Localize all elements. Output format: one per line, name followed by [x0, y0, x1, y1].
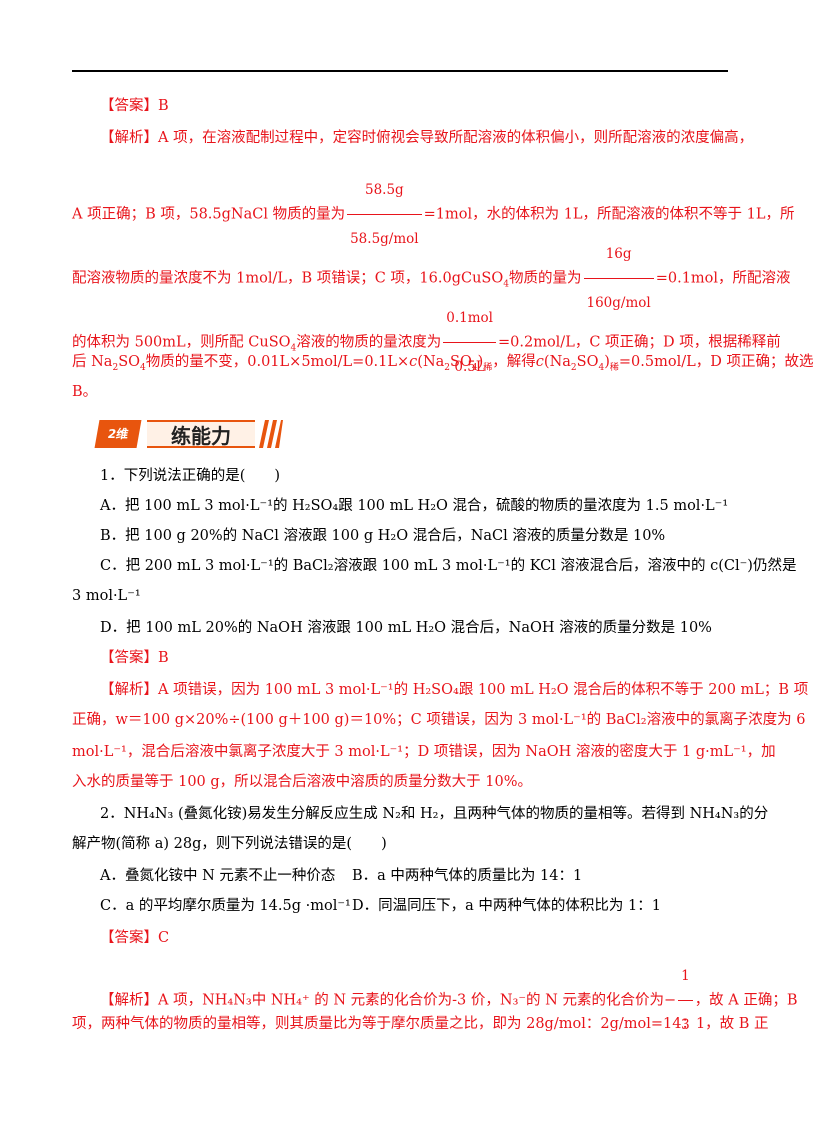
analysis-1-line-5: 后 Na2SO4物质的量不变，0.01L×5mol/L=0.1L×c(Na2SO…: [72, 354, 813, 373]
analysis-2-line-3: mol·L⁻¹，混合后溶液中氯离子浓度大于 3 mol·L⁻¹；D 项错误，因为…: [72, 744, 776, 760]
q1-option-d: D．把 100 mL 20%的 NaOH 溶液跟 100 mL H₂O 混合后，…: [100, 620, 712, 636]
q1-stem: 1．下列说法正确的是( ): [100, 468, 281, 484]
banner-tag: 2维: [94, 420, 142, 448]
q2-stem-line-1: 2．NH₄N₃ (叠氮化铵)易发生分解反应生成 N₂和 H₂，且两种气体的物质的…: [100, 806, 769, 822]
q2-option-d: D．同温同压下，a 中两种气体的体积比为 1：1: [352, 898, 661, 914]
analysis-3-line-2: 项，两种气体的物质的量相等，则其质量比为等于摩尔质量之比，即为 28g/mol：…: [72, 1016, 769, 1032]
section-banner: 2维 练能力: [94, 414, 285, 454]
analysis-3-line-1: 【解析】A 项，NH₄N₃中 NH₄⁺ 的 N 元素的化合价为-3 价，N₃⁻的…: [100, 954, 798, 1047]
q2-option-row-1: A．叠氮化铵中 N 元素不止一种价态 B．a 中两种气体的质量比为 14：1: [100, 866, 582, 886]
q2-option-row-2: C．a 的平均摩尔质量为 14.5g ·mol⁻¹ D．同温同压下，a 中两种气…: [100, 896, 661, 916]
banner-stripes-icon: [259, 420, 283, 448]
analysis-1-line-6: B。: [72, 384, 98, 400]
q2-option-b: B．a 中两种气体的质量比为 14：1: [352, 868, 583, 884]
q1-option-c-line-2: 3 mol·L⁻¹: [72, 588, 141, 604]
banner-title: 练能力: [147, 420, 255, 448]
answer-1: 【答案】B: [100, 98, 169, 114]
q1-option-a: A．把 100 mL 3 mol·L⁻¹的 H₂SO₄跟 100 mL H₂O …: [100, 498, 729, 514]
analysis-1-line-3: 配溶液物质的量浓度不为 1mol/L，B 项错误；C 项，16.0gCuSO4物…: [72, 232, 791, 325]
answer-3: 【答案】C: [100, 930, 170, 946]
q2-option-c: C．a 的平均摩尔质量为 14.5g ·mol⁻¹: [100, 898, 351, 914]
analysis-2-line-4: 入水的质量等于 100 g，所以混合后溶液中溶质的质量分数大于 10%。: [72, 774, 533, 790]
q1-option-b: B．把 100 g 20%的 NaCl 溶液跟 100 g H₂O 混合后，Na…: [100, 528, 666, 544]
header-rule: [72, 70, 728, 72]
analysis-1-line-1: 【解析】A 项，在溶液配制过程中，定容时俯视会导致所配溶液的体积偏小，则所配溶液…: [100, 130, 754, 146]
q2-stem-line-2: 解产物(简称 a) 28g，则下列说法错误的是( ): [72, 836, 387, 852]
q1-option-c-line-1: C．把 200 mL 3 mol·L⁻¹的 BaCl₂溶液跟 100 mL 3 …: [100, 558, 797, 574]
q2-option-a: A．叠氮化铵中 N 元素不止一种价态: [100, 868, 336, 884]
analysis-2-line-1: 【解析】A 项错误，因为 100 mL 3 mol·L⁻¹的 H₂SO₄跟 10…: [100, 682, 809, 698]
analysis-2-line-2: 正确，w＝100 g×20%÷(100 g＋100 g)＝10%；C 项错误，因…: [72, 712, 806, 728]
answer-2: 【答案】B: [100, 650, 169, 666]
